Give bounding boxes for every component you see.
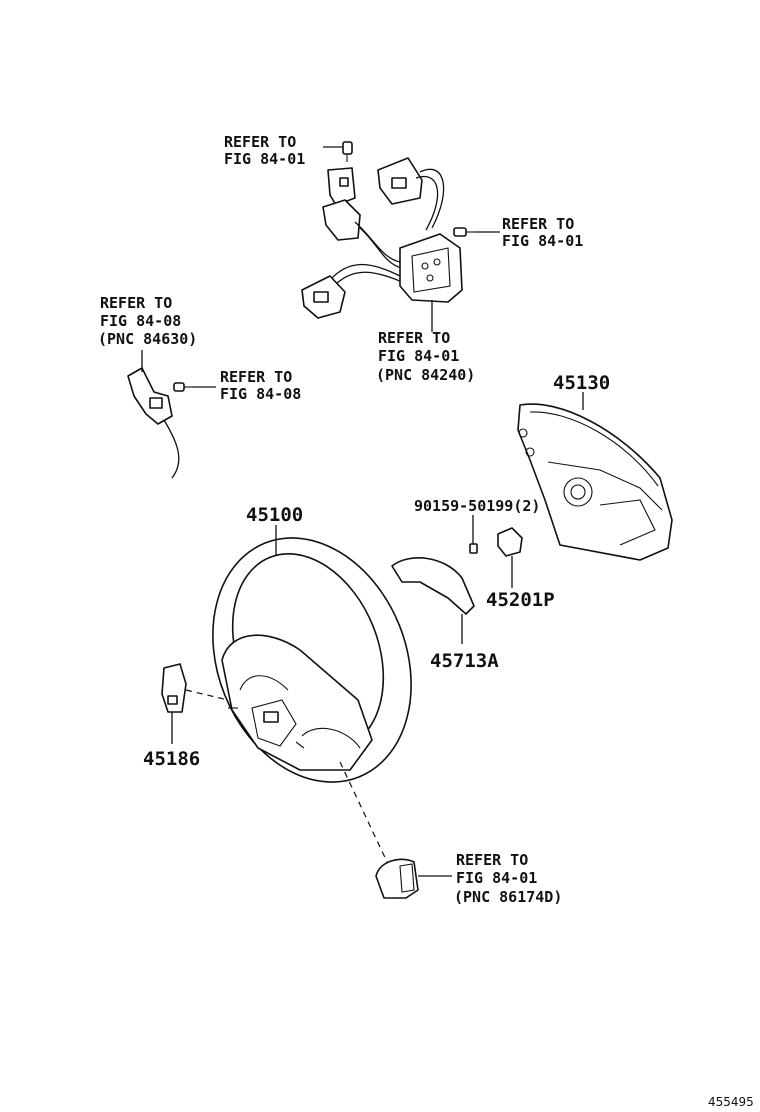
part-45201P-label: 45201P bbox=[486, 589, 555, 611]
ref-top-left-label: REFER TO FIG 84-01 bbox=[224, 133, 305, 168]
part-bolt-label: 90159-50199(2) bbox=[414, 497, 540, 515]
part-45130-label: 45130 bbox=[553, 372, 610, 394]
bottom-switch-part bbox=[375, 858, 452, 899]
screw-left-icon bbox=[173, 382, 192, 392]
part-45713A-label: 45713A bbox=[430, 650, 499, 672]
bolt-icon bbox=[469, 543, 478, 554]
ref-left-part-label: REFER TO FIG 84-08 (PNC 84630) bbox=[98, 294, 197, 348]
ref-harness-label: REFER TO FIG 84-01 (PNC 84240) bbox=[376, 329, 475, 384]
cover-45713A bbox=[391, 557, 475, 644]
nut-45201P bbox=[497, 527, 523, 588]
figure-id: 455495 bbox=[708, 1095, 754, 1109]
wire-harness-assembly bbox=[301, 141, 500, 332]
part-45186-label: 45186 bbox=[143, 748, 200, 770]
steering-wheel-45100 bbox=[212, 525, 412, 783]
airbag-45130 bbox=[517, 392, 673, 561]
cover-45186 bbox=[161, 663, 229, 744]
part-45100-label: 45100 bbox=[246, 504, 303, 526]
left-switch-part bbox=[127, 350, 216, 479]
screw-top-icon bbox=[342, 141, 353, 162]
ref-bottom-label: REFER TO FIG 84-01 (PNC 86174D) bbox=[454, 851, 562, 906]
ref-top-right-label: REFER TO FIG 84-01 bbox=[502, 215, 583, 250]
ref-left-screw-label: REFER TO FIG 84-08 bbox=[220, 368, 301, 403]
screw-right-icon bbox=[453, 227, 474, 237]
